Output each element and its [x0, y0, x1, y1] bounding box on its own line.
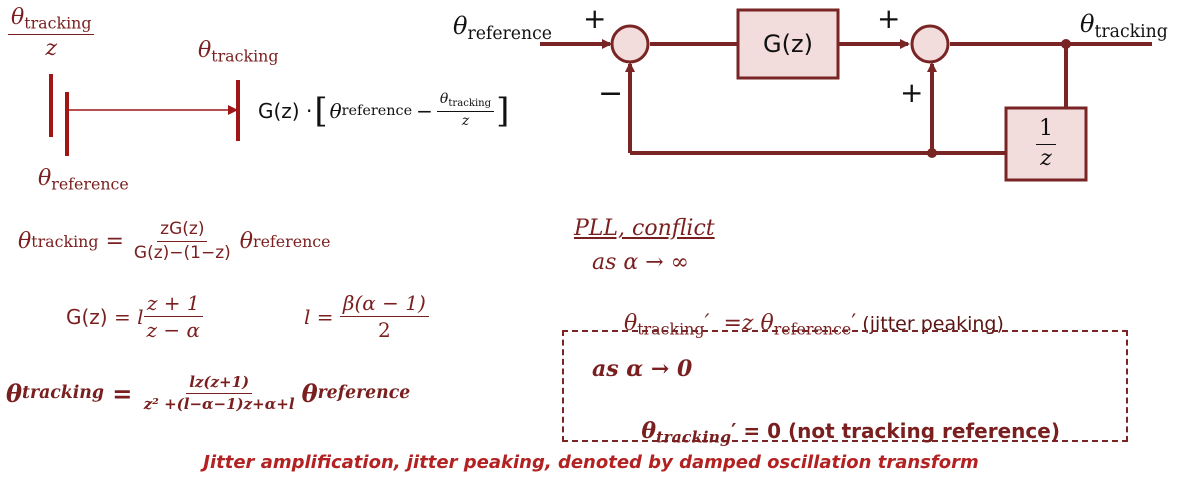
block-diagram: [540, 8, 1152, 182]
sketch-expr-theta: θ: [329, 98, 342, 123]
conflict-box-result: θtracking′ = 0 (not tracking reference): [626, 392, 1060, 446]
sketch-top-fraction: θtracking z: [8, 5, 95, 61]
eq4-lhs-sub: tracking: [22, 383, 104, 403]
conflict-line-note: (jitter peaking): [856, 313, 1004, 335]
eq1-lhs-sub: tracking: [31, 231, 99, 251]
sketch-expr-frac-den: z: [461, 112, 470, 129]
sign-plus-sum1-input: +: [583, 2, 607, 35]
eq1-den: G(z)−(1−z): [133, 242, 231, 263]
sketch-expr-theta-sub: reference: [341, 102, 413, 119]
sketch-mid-theta: θ: [198, 38, 212, 63]
eq4-equals: =: [103, 378, 141, 408]
bd-output-theta-sub: tracking: [1094, 21, 1168, 42]
conflict-box-limit-zero: as α → 0: [592, 356, 693, 382]
sketch-expr-minus: −: [416, 98, 433, 123]
timing-sketch: [49, 74, 240, 156]
sketch-top-theta-sub: tracking: [24, 13, 92, 33]
bd-input-label: θreference: [453, 12, 552, 44]
sketch-expr-bracket-open: [: [314, 90, 328, 131]
sketch-expr-frac-theta: θ: [439, 91, 449, 107]
sketch-top-den: z: [45, 35, 58, 61]
eq4-rhs-theta: θ: [301, 378, 318, 408]
summing-junction-1: [610, 24, 650, 64]
summing-junction-2: [910, 24, 950, 64]
conflict-line-sub2: reference: [773, 319, 852, 339]
eq1-equals: =: [98, 228, 131, 254]
sketch-expr-frac-theta-sub: tracking: [448, 97, 492, 109]
conflict-jitter-line: θtracking′ =z θreference′ (jitter peakin…: [610, 286, 1004, 338]
conflict-limit-inf: as α → ∞: [592, 250, 690, 275]
conflict-line-theta: θ: [624, 311, 638, 336]
conflict-line-prime: ′: [851, 311, 857, 336]
equation-2: G(z) = l z + 1 z − α: [66, 292, 203, 341]
eq2-lhs: G(z): [66, 304, 108, 329]
bd-input-theta: θ: [453, 12, 468, 40]
feedback-den: z: [1040, 145, 1052, 171]
eq2-num: z + 1: [143, 292, 203, 317]
timing-arrow-head: [228, 105, 238, 115]
sketch-expr-g: G(z) ·: [258, 98, 313, 123]
bd-input-theta-sub: reference: [467, 23, 553, 44]
g-block-label: G(z): [763, 30, 813, 58]
feedback-block-label: 1 z: [1006, 108, 1086, 180]
sketch-expr-bracket-close: ]: [496, 90, 510, 131]
sketch-bottom-theta-sub: reference: [51, 174, 129, 194]
sign-plus-sum2-input: +: [877, 2, 901, 35]
bd-output-label: θtracking: [1080, 10, 1168, 42]
eq3-num: β(α − 1): [339, 292, 429, 317]
caption: Jitter amplification, jitter peaking, de…: [203, 452, 979, 473]
sketch-top-theta: θ: [11, 5, 25, 30]
g-block-rect: [736, 8, 840, 80]
sketch-bottom-label: θreference: [38, 166, 129, 193]
eq3-den: 2: [377, 318, 391, 342]
equation-3: l = β(α − 1) 2: [304, 292, 429, 341]
sketch-bottom-theta: θ: [38, 166, 52, 191]
branch-node-output: [1061, 39, 1071, 49]
feedback-num: 1: [1036, 117, 1056, 145]
sign-minus-sum1-feedback: −: [598, 76, 624, 111]
eq4-den: z² +(l−α−1)z+α+l: [143, 394, 295, 413]
eq2-equals: = l: [107, 304, 144, 329]
eq1-rhs-sub: reference: [253, 231, 331, 251]
conflict-title: PLL, conflict: [574, 216, 715, 241]
branch-node-feedback: [927, 148, 937, 158]
bd-output-theta: θ: [1080, 10, 1095, 38]
eq3-lhs: l =: [304, 304, 340, 329]
sketch-mid-label: θtracking: [198, 38, 278, 65]
eq4-lhs-theta: θ: [6, 378, 23, 408]
eq1-num: zG(z): [157, 220, 208, 242]
conflict-box-sub: tracking: [656, 427, 732, 447]
sign-plus-sum2-feedback: +: [900, 76, 924, 109]
conflict-line-sub: tracking: [637, 319, 705, 339]
conflict-box-rest: ′ = 0 (not tracking reference): [731, 419, 1060, 443]
eq4-num: lz(z+1): [186, 374, 253, 394]
eq1-lhs-theta: θ: [18, 228, 32, 254]
eq4-rhs-sub: reference: [317, 383, 411, 403]
eq1-rhs-theta: θ: [239, 228, 253, 254]
sketch-mid-theta-sub: tracking: [211, 46, 279, 66]
conflict-box-theta: θ: [641, 418, 657, 444]
conflict-dashed-box: [562, 330, 1128, 442]
eq2-den: z − α: [146, 318, 200, 342]
